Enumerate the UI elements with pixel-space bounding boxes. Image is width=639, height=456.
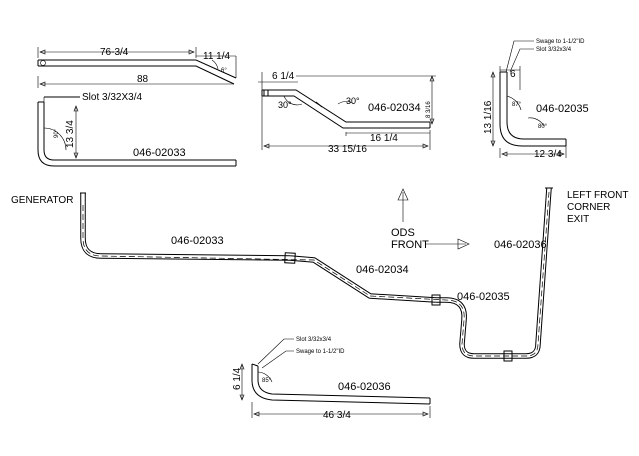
detail-046-02033: 76-3/4 11 1/4 6° 88 Slot 3/32X3/4 13 3/4… (37, 47, 237, 167)
generator-label: GENERATOR (11, 195, 73, 206)
part-label-02036-main: 046-02036 (494, 239, 547, 251)
detail-046-02035: Swage to 1-1/2"ID Slot 3/32x3/4 6 13 1/1… (483, 39, 589, 160)
angle-85: 85° (262, 378, 272, 384)
dim-6-1-4-bottom: 6 1/4 (232, 367, 243, 390)
part-label-02033: 046-02033 (133, 147, 186, 159)
up-arrow-icon (397, 188, 409, 222)
slot-label-02035: Slot 3/32x3/4 (536, 47, 572, 53)
dim-8-3-16: 8 3/16 (426, 101, 432, 118)
dim-16-1-4: 16 1/4 (370, 133, 398, 144)
dim-11-1-4: 11 1/4 (203, 51, 230, 62)
dim-88: 88 (137, 74, 149, 85)
part-label-02035-main: 046-02035 (457, 291, 510, 303)
angle-87: 87° (512, 102, 522, 108)
exit-label-line1: LEFT FRONT (567, 190, 628, 201)
slot-label: Slot 3/32X3/4 (82, 92, 142, 103)
exhaust-assembly: GENERATOR 046-02033 046-02034 046-02035 … (11, 187, 628, 362)
angle-30-left: 30° (278, 100, 292, 110)
dim-6-1-4: 6 1/4 (272, 71, 295, 82)
detail-046-02036: Slot 3/32x3/4 Swage to 1-1/2"ID 6 1/4 85… (232, 337, 431, 421)
dim-46-3-4: 46 3/4 (323, 410, 351, 421)
dim-13-3-4: 13 3/4 (65, 120, 76, 148)
ods-label: ODS (391, 227, 415, 239)
detail-046-02034: 6 1/4 8 3/16 30° 30° 046-02034 16 1/4 33… (258, 71, 436, 155)
exit-label-line3: EXIT (567, 214, 589, 225)
right-arrow-icon (426, 238, 470, 250)
part-label-02036-detail: 046-02036 (338, 381, 391, 393)
front-label: FRONT (391, 239, 429, 251)
angle-80: 80° (538, 124, 548, 130)
swage-label-02036: Swage to 1-1/2"ID (296, 349, 345, 355)
dim-33-15-16: 33 15/16 (328, 144, 367, 155)
dim-12-3-4: 12 3/4 (534, 149, 562, 160)
slot-label-02036: Slot 3/32x3/4 (296, 337, 332, 343)
angle-90: 90° (54, 128, 60, 138)
part-label-02035-top: 046-02035 (536, 103, 589, 115)
angle-30-right: 30° (346, 96, 360, 106)
part-label-02033-main: 046-02033 (171, 235, 224, 247)
exit-label-line2: CORNER (567, 202, 610, 213)
dim-76-3-4: 76-3/4 (100, 47, 129, 58)
dim-6: 6 (510, 69, 516, 80)
angle-6: 6° (221, 68, 227, 74)
part-label-02034-main: 046-02034 (356, 264, 409, 276)
part-label-02034-top: 046-02034 (368, 102, 421, 114)
dim-13-1-16: 13 1/16 (483, 100, 494, 134)
swage-label-02035: Swage to 1-1/2"ID (536, 39, 585, 45)
